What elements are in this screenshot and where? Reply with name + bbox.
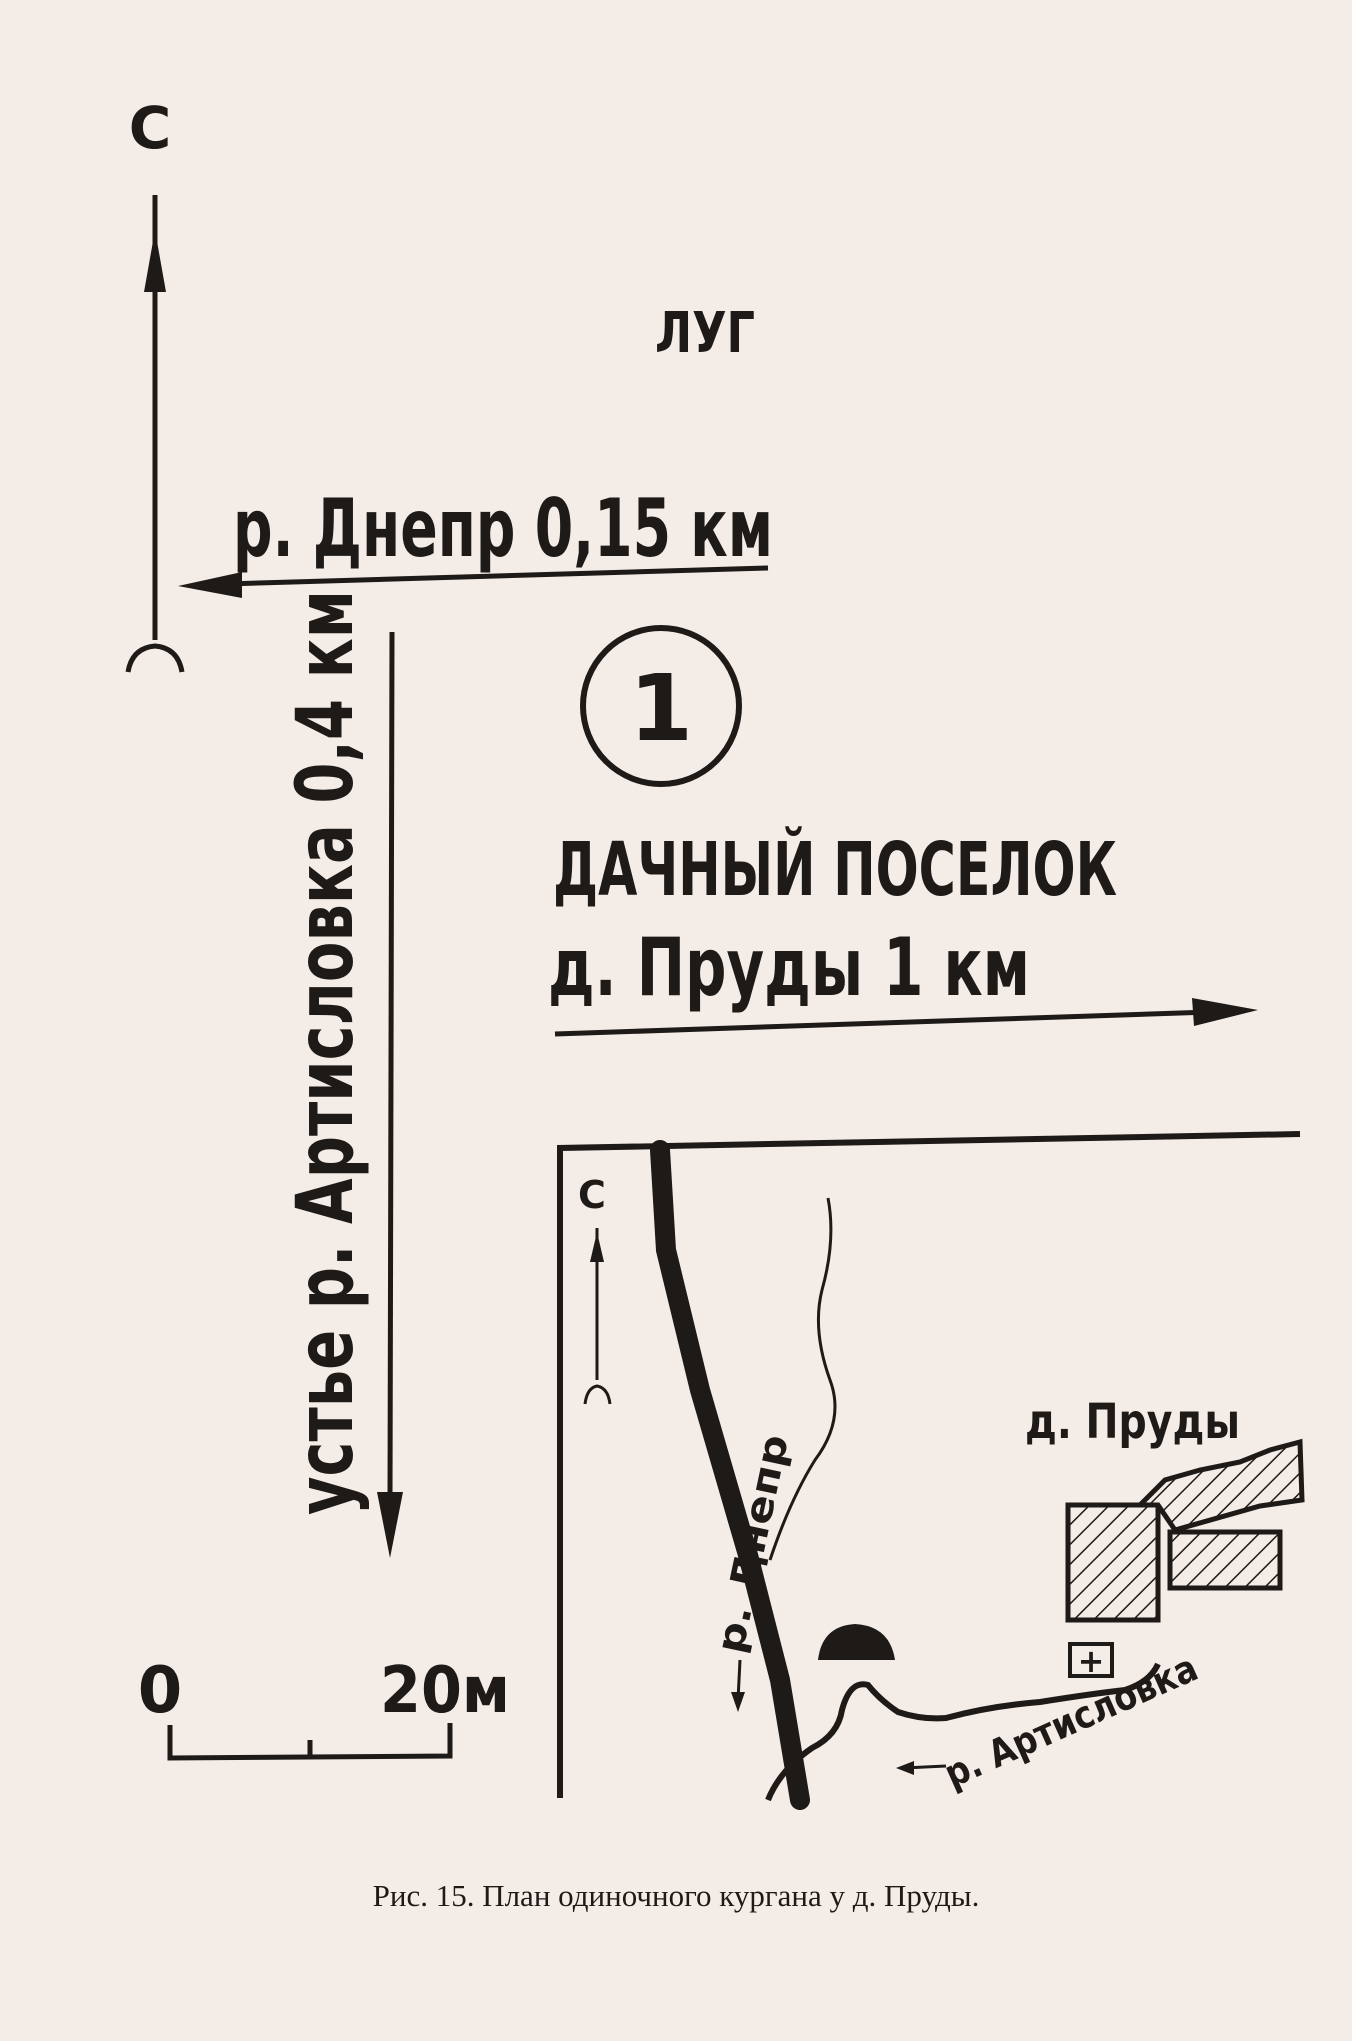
- scale-start-label: 0: [138, 1654, 183, 1728]
- inset-map: С р. Днепр: [557, 1131, 1305, 1810]
- mound-marker: 1: [580, 625, 742, 787]
- cross-mark-symbol: +: [1078, 1642, 1105, 1680]
- figure-caption-text: Рис. 15. План одиночного кургана у д. Пр…: [372, 1878, 980, 1913]
- river-branch: [765, 1662, 1161, 1802]
- stream-line: [768, 1197, 837, 1561]
- mound-number: 1: [629, 655, 693, 762]
- dnepr-river: [650, 1140, 810, 1810]
- meadow-label: ЛУГ: [655, 301, 755, 366]
- cross-mark: +: [1068, 1642, 1114, 1680]
- dacha-label-line2: д. Пруды 1 км: [548, 921, 1030, 1014]
- north-label: С: [129, 94, 172, 162]
- inset-north-arrow: С: [578, 1173, 612, 1405]
- dnepr-flow-arrow: [731, 1659, 745, 1712]
- scale-end-label: 20м: [380, 1654, 510, 1728]
- village-area: [1065, 1438, 1305, 1623]
- dacha-direction-arrow: [554, 998, 1258, 1037]
- mound-symbol: [818, 1624, 895, 1660]
- dnepr-direction-label: р. Днепр 0,15 км: [233, 482, 773, 575]
- artislovka-mouth-label: устье р. Артисловка 0,4 км: [281, 590, 371, 1515]
- inset-north-label: С: [578, 1173, 606, 1217]
- scale-bar: 0 20м: [138, 1654, 510, 1761]
- inset-village-label: д. Пруды: [1025, 1394, 1240, 1450]
- north-arrow: С: [125, 94, 185, 673]
- artislovka-direction-arrow: [377, 631, 403, 1558]
- artislovka-flow-arrow: [896, 1761, 947, 1775]
- dacha-label-line1: ДАЧНЫЙ ПОСЕЛОК: [553, 825, 1117, 913]
- figure-caption: Рис. 15. План одиночного кургана у д. Пр…: [0, 1878, 1352, 1914]
- dnepr-direction-arrow: [178, 565, 769, 598]
